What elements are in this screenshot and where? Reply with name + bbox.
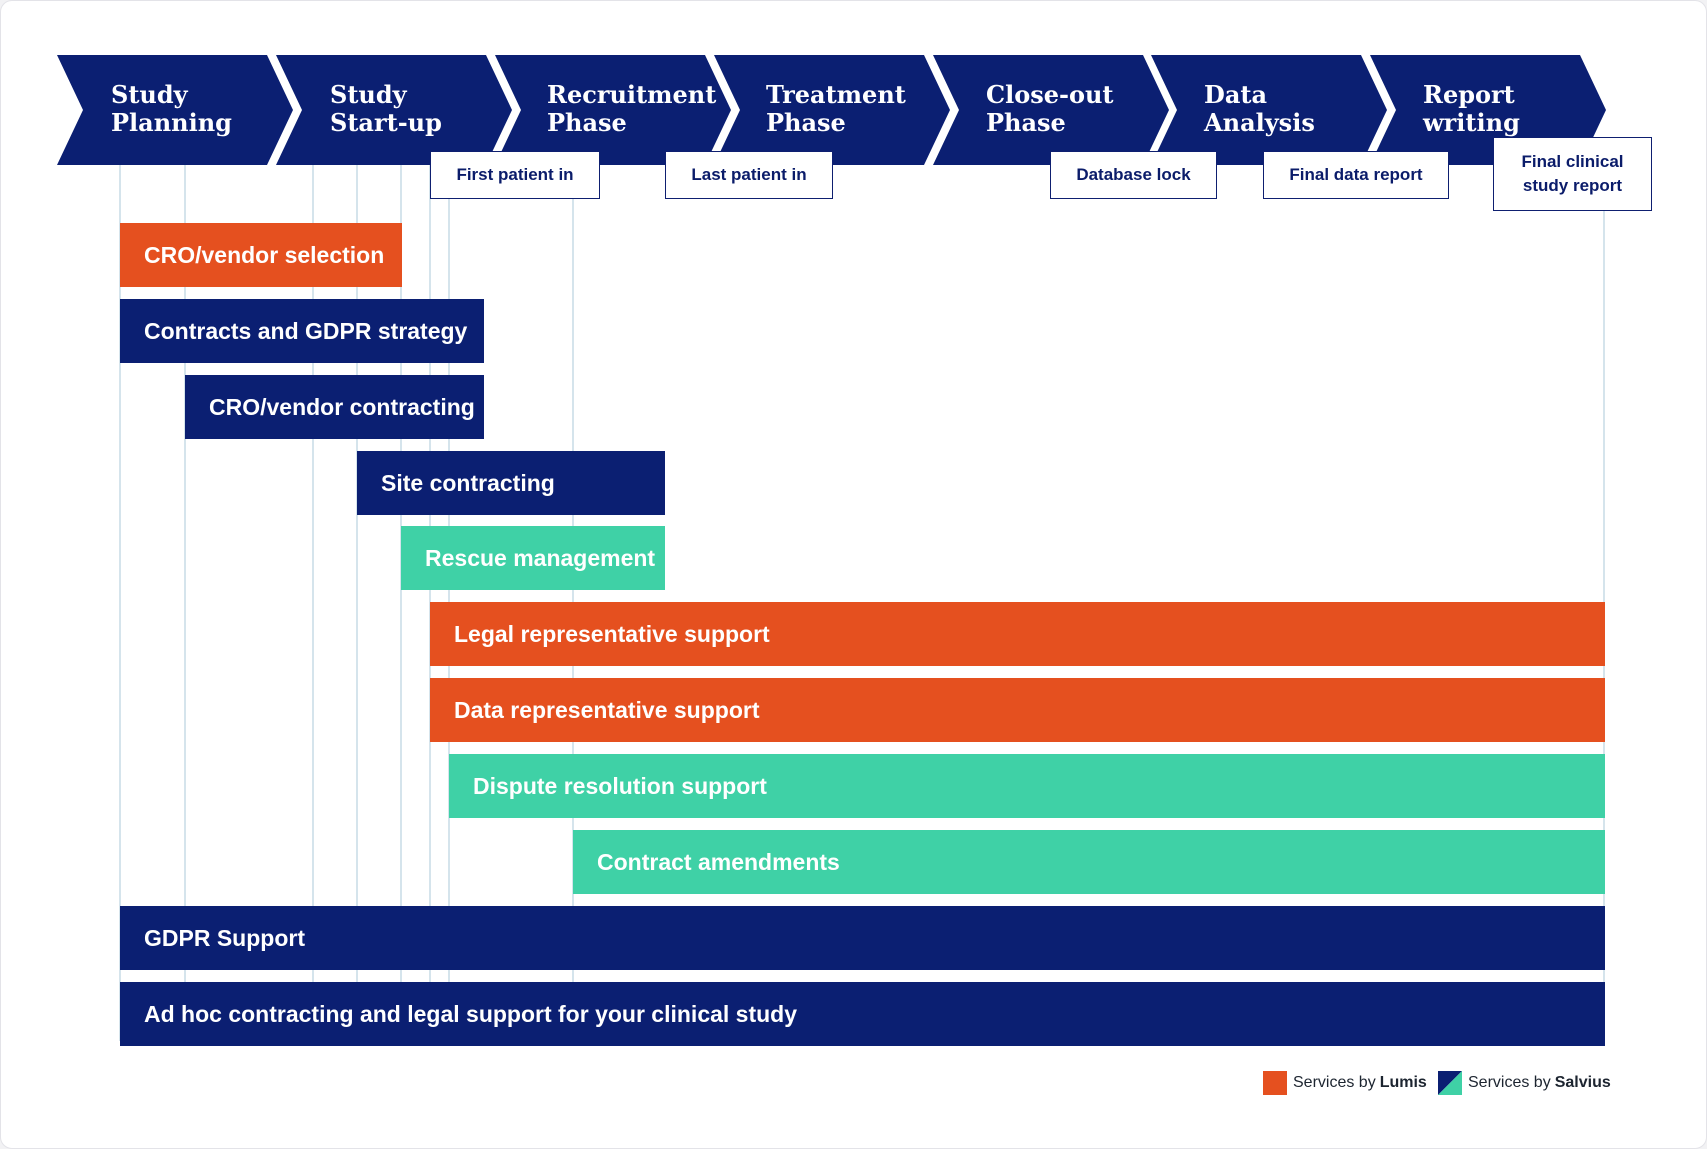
legend-swatch-lumis [1263,1071,1287,1095]
bar-legal-representative-support: Legal representative support [430,602,1605,666]
phase-study-startup: Study Start-up [276,55,512,165]
legend-prefix: Services by [1468,1074,1551,1091]
phase-recruitment: Recruitment Phase [495,55,731,165]
milestone-last-patient-in: Last patient in [665,151,833,199]
legend-swatch-salvius [1438,1071,1462,1095]
milestone-database-lock: Database lock [1050,151,1217,199]
phase-label: Recruitment Phase [547,80,717,137]
milestone-final-clinical-study-report: Final clinical study report [1493,137,1652,211]
phase-treatment: Treatment Phase [714,55,950,165]
bar-contracts-gdpr-strategy: Contracts and GDPR strategy [120,299,484,363]
phase-label: Treatment Phase [766,80,906,137]
bar-contract-amendments: Contract amendments [573,830,1605,894]
phase-data-analysis: Data Analysis [1151,55,1387,165]
legend-prefix: Services by [1293,1074,1376,1091]
legend-salvius: Services by Salvius [1438,1071,1611,1095]
phase-close-out: Close-out Phase [933,55,1169,165]
bar-gdpr-support: GDPR Support [120,906,1605,970]
bar-cro-vendor-contracting: CRO/vendor contracting [185,375,484,439]
legend-lumis: Services by Lumis [1263,1071,1427,1095]
bar-data-representative-support: Data representative support [430,678,1605,742]
phase-label: Study Start-up [330,80,442,137]
milestone-first-patient-in: First patient in [430,151,600,199]
phase-label: Close-out Phase [986,80,1114,137]
legend-provider-name: Lumis [1379,1074,1427,1091]
phase-study-planning: Study Planning [57,55,293,165]
bar-dispute-resolution-support: Dispute resolution support [449,754,1605,818]
bar-rescue-management: Rescue management [401,526,665,590]
bar-site-contracting: Site contracting [357,451,665,515]
milestone-final-data-report: Final data report [1263,151,1449,199]
bar-ad-hoc-contracting-legal-support: Ad hoc contracting and legal support for… [120,982,1605,1046]
legend-provider-name: Salvius [1554,1074,1611,1091]
phase-label: Report writing [1423,80,1520,137]
bar-cro-vendor-selection: CRO/vendor selection [120,223,402,287]
phase-label: Study Planning [111,80,232,137]
phase-label: Data Analysis [1204,80,1315,137]
